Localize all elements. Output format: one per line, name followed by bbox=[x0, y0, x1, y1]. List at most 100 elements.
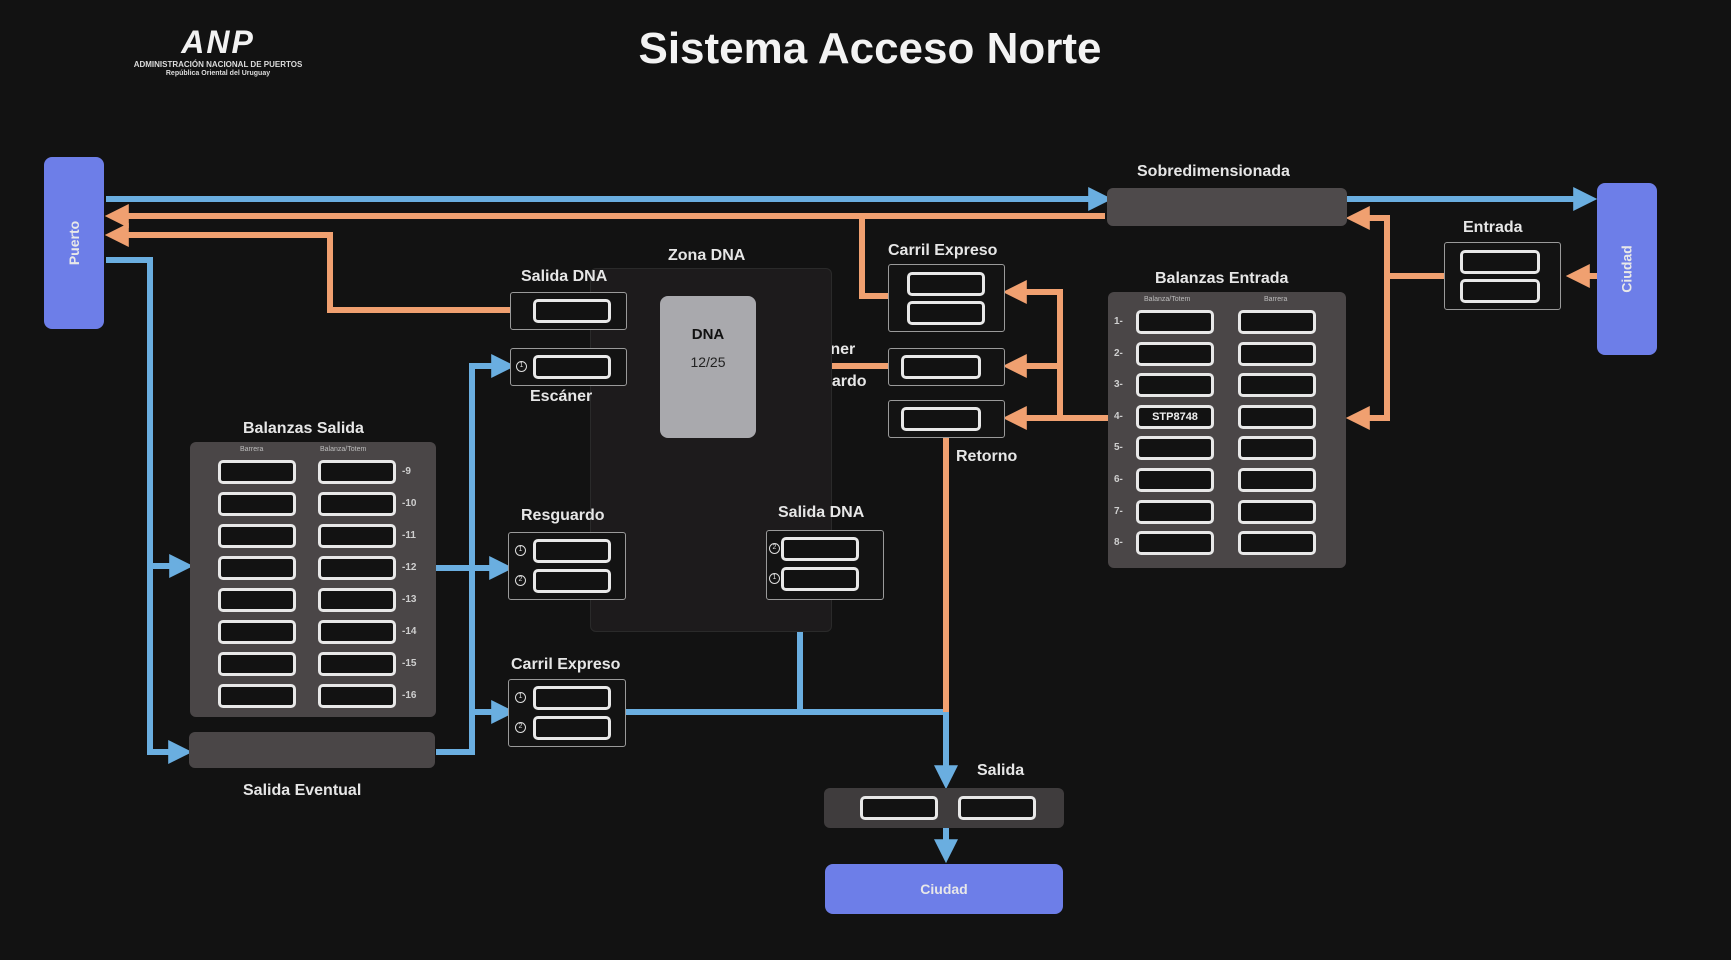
ciudad-right-label: Ciudad bbox=[1618, 245, 1635, 293]
flow-entrada-split bbox=[1345, 206, 1444, 279]
balanza-salida-row-number: -10 bbox=[402, 498, 417, 509]
balanza-salida-barrera-slot bbox=[218, 524, 296, 548]
ciudad-bottom-label: Ciudad bbox=[920, 881, 968, 897]
balanza-salida-row-number: -13 bbox=[402, 594, 417, 605]
carril-expreso-top-slot-1 bbox=[907, 272, 985, 296]
balanza-salida-barrera-slot bbox=[218, 684, 296, 708]
balanza-salida-barrera-slot bbox=[218, 492, 296, 516]
flow-salida-dna-to-puerto bbox=[104, 223, 510, 313]
balanza-salida-barrera-slot bbox=[218, 460, 296, 484]
escaner-resguardo-slot bbox=[901, 355, 981, 379]
escaner-left-slot bbox=[533, 355, 611, 379]
retorno-slot bbox=[901, 407, 981, 431]
salida-dna-center-gate[interactable]: 2 1 bbox=[766, 530, 884, 600]
balanza-entrada-barrera-slot bbox=[1238, 436, 1316, 461]
balanza-salida-row-number: -16 bbox=[402, 690, 417, 701]
resguardo-marker-2: 2 bbox=[515, 575, 526, 586]
escaner-left-label: Escáner bbox=[530, 388, 593, 405]
logo-line1: ADMINISTRACIÓN NACIONAL DE PUERTOS bbox=[133, 60, 303, 69]
balanza-entrada-barrera-slot bbox=[1238, 499, 1316, 524]
salida-dna-top-slot bbox=[533, 299, 611, 323]
balanza-entrada-plate: STP8748 bbox=[1136, 404, 1214, 429]
salida-dna-top-gate[interactable] bbox=[510, 292, 627, 330]
puerto-node[interactable]: Puerto bbox=[44, 157, 104, 329]
flow-balanzas-left bbox=[1002, 280, 1108, 421]
balanzas-salida-col1: Barrera bbox=[240, 446, 264, 453]
balanza-salida-totem-slot bbox=[318, 620, 396, 644]
sobredimensionada-lane[interactable] bbox=[1107, 188, 1347, 226]
escaner-left-gate[interactable]: 1 bbox=[510, 348, 627, 386]
balanza-salida-totem-slot bbox=[318, 460, 396, 484]
balanza-entrada-row-number: 6- bbox=[1114, 474, 1123, 485]
resguardo-center-gate[interactable]: 1 2 bbox=[508, 532, 626, 600]
salida-slot-1 bbox=[860, 796, 938, 820]
balanza-salida-row-number: -12 bbox=[402, 562, 417, 573]
retorno-gate[interactable] bbox=[888, 400, 1005, 438]
balanza-entrada-row-number: 2- bbox=[1114, 347, 1123, 359]
balanza-salida-totem-slot bbox=[318, 524, 396, 548]
carril-bottom-slot-1 bbox=[533, 686, 611, 710]
entrada-slot-1 bbox=[1460, 250, 1540, 274]
escaner-left-marker: 1 bbox=[516, 361, 527, 372]
balanzas-salida-label: Balanzas Salida bbox=[243, 420, 364, 437]
balanza-salida-barrera-slot bbox=[218, 556, 296, 580]
resguardo-center-label: Resguardo bbox=[521, 507, 605, 524]
balanza-salida-totem-slot bbox=[318, 588, 396, 612]
logo-mark: ANP bbox=[181, 24, 255, 60]
salida-gate[interactable] bbox=[824, 788, 1064, 828]
flow-puerto-down bbox=[106, 257, 193, 764]
balanza-salida-row-number: -15 bbox=[402, 658, 417, 669]
flow-entrada-to-balanzas bbox=[1345, 276, 1390, 430]
balanza-salida-row-number: -11 bbox=[402, 530, 416, 541]
flow-carril-to-salida bbox=[626, 709, 958, 790]
carril-expreso-bottom-gate[interactable]: 1 2 bbox=[508, 679, 626, 747]
resguardo-marker-1: 1 bbox=[515, 545, 526, 556]
balanza-entrada-totem-slot bbox=[1136, 341, 1214, 366]
balanza-entrada-totem-slot bbox=[1136, 468, 1214, 492]
balanza-entrada-row-number: 1- bbox=[1114, 316, 1123, 327]
balanza-entrada-row-number: 8- bbox=[1114, 537, 1123, 549]
resguardo-slot-2 bbox=[533, 569, 611, 593]
dna-title: DNA bbox=[691, 326, 725, 343]
balanza-salida-barrera-slot bbox=[218, 652, 296, 676]
dna-block[interactable]: DNA 12/25 bbox=[660, 296, 756, 438]
carril-bottom-marker-1: 1 bbox=[515, 692, 526, 703]
salida-slot-2 bbox=[958, 796, 1036, 820]
carril-expreso-top-slot-2 bbox=[907, 301, 985, 325]
balanza-entrada-row-number: 5- bbox=[1114, 442, 1123, 454]
entrada-gate[interactable] bbox=[1444, 242, 1561, 310]
anp-logo: ANP ADMINISTRACIÓN NACIONAL DE PUERTOS R… bbox=[108, 24, 328, 84]
carril-bottom-slot-2 bbox=[533, 716, 611, 740]
balanzas-salida-panel: Barrera Balanza/Totem -9-10-11-12-13-14-… bbox=[190, 442, 436, 717]
balanza-entrada-barrera-slot bbox=[1238, 310, 1316, 334]
resguardo-slot-1 bbox=[533, 539, 611, 563]
salida-label: Salida bbox=[977, 762, 1025, 779]
balanza-salida-row-number: -9 bbox=[402, 466, 411, 477]
salida-dna-marker-1: 2 bbox=[769, 543, 780, 554]
balanza-entrada-totem-slot bbox=[1136, 436, 1214, 461]
flow-eventual-to-carril bbox=[436, 354, 516, 755]
ciudad-node-bottom[interactable]: Ciudad bbox=[825, 864, 1063, 914]
balanzas-entrada-col2: Barrera bbox=[1264, 296, 1288, 303]
salida-eventual-lane[interactable] bbox=[189, 732, 435, 768]
salida-dna-center-label: Salida DNA bbox=[778, 504, 865, 521]
balanza-entrada-totem-slot bbox=[1136, 499, 1214, 524]
sobredimensionada-label: Sobredimensionada bbox=[1137, 163, 1290, 180]
balanza-salida-row-number: -14 bbox=[402, 626, 417, 637]
balanza-entrada-row-number: 4- bbox=[1114, 410, 1123, 422]
carril-expreso-top-label: Carril Expreso bbox=[888, 242, 998, 259]
carril-bottom-marker-2: 2 bbox=[515, 722, 526, 733]
escaner-resguardo-gate[interactable] bbox=[888, 348, 1005, 386]
page-title: Sistema Acceso Norte bbox=[638, 24, 1102, 73]
salida-dna-marker-2: 1 bbox=[769, 573, 780, 584]
salida-dna-center-slot-1 bbox=[781, 537, 859, 561]
zona-dna-label: Zona DNA bbox=[668, 247, 746, 264]
balanza-entrada-barrera-slot bbox=[1238, 404, 1316, 429]
puerto-label: Puerto bbox=[66, 220, 82, 266]
balanzas-entrada-col1: Balanza/Totem bbox=[1144, 296, 1191, 303]
ciudad-node-right[interactable]: Ciudad bbox=[1597, 183, 1657, 355]
balanza-entrada-totem-slot bbox=[1136, 310, 1214, 334]
carril-expreso-top-gate[interactable] bbox=[888, 264, 1005, 332]
